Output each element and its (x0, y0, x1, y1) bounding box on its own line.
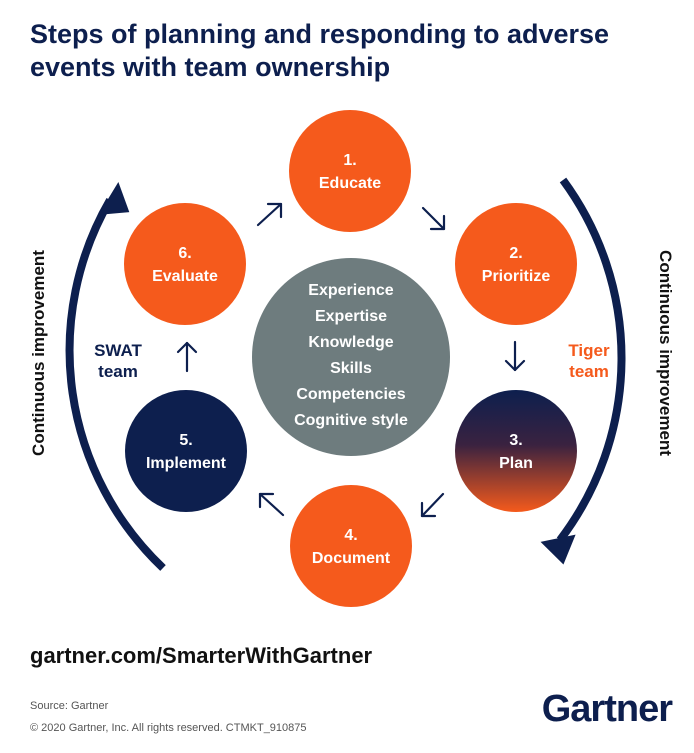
step-6-circle: 6. Evaluate (124, 203, 246, 325)
copyright-note: © 2020 Gartner, Inc. All rights reserved… (30, 722, 307, 734)
step-3-number: 3. (509, 432, 522, 449)
step-6-name: Evaluate (152, 268, 218, 285)
right-continuous-improvement-label: Continuous improvement (656, 250, 675, 456)
step-1-number: 1. (343, 152, 356, 169)
arrow-6-to-1 (256, 202, 283, 227)
title-line-1: Steps of planning and responding to adve… (30, 19, 610, 49)
gartner-logo: Gartner (541, 688, 673, 730)
center-item-experience: Experience (308, 282, 393, 299)
arrow-4-to-5 (258, 492, 285, 517)
title-line-2: events with team ownership (30, 52, 391, 82)
step-4-number: 4. (344, 527, 357, 544)
step-2-number: 2. (509, 245, 522, 262)
source-note: Source: Gartner (30, 700, 109, 712)
step-3-name: Plan (499, 455, 533, 472)
arrow-5-to-6 (176, 341, 198, 373)
step-1-name: Educate (319, 175, 381, 192)
swat-label-line1: SWAT (94, 341, 142, 360)
step-6-number: 6. (178, 245, 191, 262)
step-2-name: Prioritize (482, 268, 551, 285)
step-1-circle: 1. Educate (289, 110, 411, 232)
step-3-circle: 3. Plan (455, 390, 577, 512)
tiger-label-line1: Tiger (568, 341, 610, 360)
swat-label-line2: team (98, 362, 138, 381)
center-circle: Experience Expertise Knowledge Skills Co… (252, 258, 450, 456)
right-curved-arrow (540, 177, 626, 565)
cycle-diagram: Continuous improvement Continuous improv… (29, 110, 675, 607)
step-4-name: Document (312, 550, 391, 567)
center-item-skills: Skills (330, 360, 372, 377)
left-continuous-improvement-label: Continuous improvement (29, 250, 48, 456)
center-item-expertise: Expertise (315, 308, 387, 325)
page-title: Steps of planning and responding to adve… (30, 18, 670, 84)
center-item-competencies: Competencies (296, 386, 405, 403)
step-5-number: 5. (179, 432, 192, 449)
center-item-cognitive-style: Cognitive style (294, 412, 408, 429)
arrow-1-to-2 (421, 206, 446, 231)
step-4-circle: 4. Document (290, 485, 412, 607)
step-5-name: Implement (146, 455, 227, 472)
gartner-url-link[interactable]: gartner.com/SmarterWithGartner (30, 643, 373, 668)
left-curved-arrow (65, 182, 166, 571)
tiger-label-line2: team (569, 362, 609, 381)
center-item-knowledge: Knowledge (308, 334, 393, 351)
arrow-2-to-3 (504, 340, 526, 372)
arrow-3-to-4 (420, 492, 445, 518)
step-2-circle: 2. Prioritize (455, 203, 577, 325)
step-5-circle: 5. Implement (125, 390, 247, 512)
